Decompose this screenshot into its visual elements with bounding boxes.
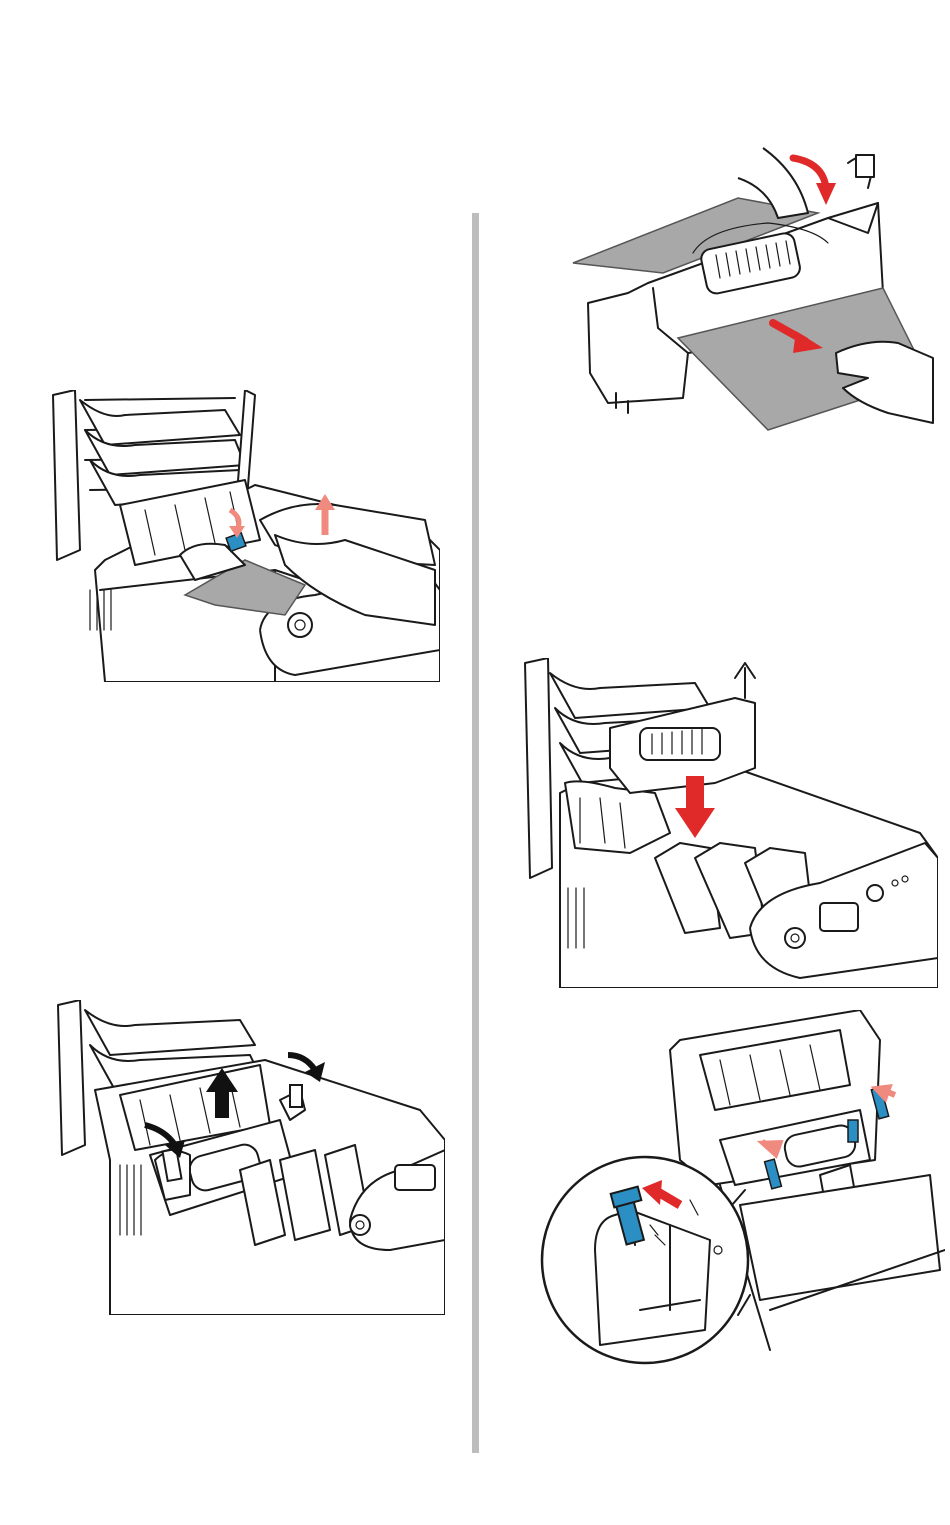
fuser-unit-with-jammed-paper-icon [568, 143, 938, 433]
fuser-lever-detail-magnified-icon [540, 1010, 945, 1365]
release-fuser-levers-figure [50, 1000, 445, 1315]
fuser-paper-removal-figure [568, 143, 938, 433]
install-fuser-unit-figure [520, 658, 938, 988]
column-divider [472, 213, 479, 1453]
lift-jammed-paper-figure [45, 390, 440, 682]
fuser-unit-lowered-into-printer-icon [520, 658, 938, 988]
fuser-unit-locking-levers-icon [50, 1000, 445, 1315]
open-printer-jammed-paper-icon [45, 390, 440, 682]
lock-fuser-levers-figure [540, 1010, 945, 1365]
